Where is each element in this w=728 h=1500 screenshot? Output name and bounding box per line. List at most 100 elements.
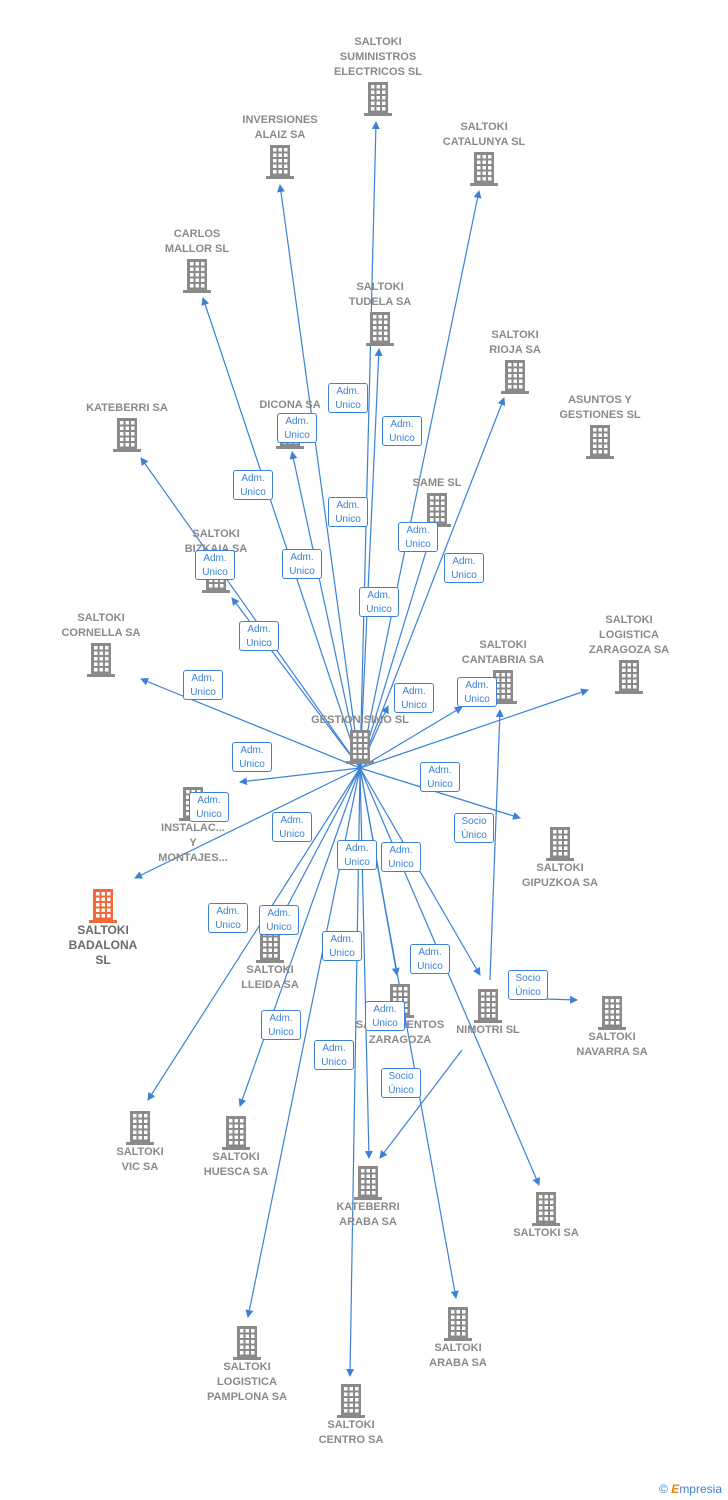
edge-gestionisimo-alaiz: [276, 184, 361, 769]
node-label: SALTOKI BIZKAIA SA: [184, 528, 248, 555]
node-vic[interactable]: SALTOKI VIC SA: [75, 1109, 205, 1175]
building-icon: [444, 1307, 472, 1341]
node-label: DICONA SA: [259, 399, 321, 411]
edge-label-gestionisimo-pamplona[interactable]: Adm. Unico: [261, 1010, 301, 1040]
building-icon: [126, 1111, 154, 1145]
building-icon: [586, 425, 614, 459]
footer-brand[interactable]: © Empresia: [659, 1482, 722, 1496]
node-label: SALTOKI NAVARRA SA: [576, 1031, 648, 1058]
edge-gestionisimo-saltokisa: [359, 767, 540, 1186]
edge-gestionisimo-badalona: [134, 767, 361, 879]
node-nimotri[interactable]: NIMOTRI SL: [423, 987, 553, 1038]
building-icon: [364, 82, 392, 116]
edge-gestionisimo-suministros: [359, 121, 380, 769]
node-araba[interactable]: SALTOKI ARABA SA: [393, 1305, 523, 1371]
node-catalunya[interactable]: SALTOKI CATALUNYA SL: [419, 120, 549, 186]
node-pamplona[interactable]: SALTOKI LOGISTICA PAMPLONA SA: [182, 1324, 312, 1405]
edge-label-gestionisimo-araba[interactable]: Adm. Unico: [365, 1001, 405, 1031]
node-kateberriaraba[interactable]: KATEBERRI ARABA SA: [303, 1164, 433, 1230]
node-label: SALTOKI CENTRO SA: [318, 1419, 384, 1446]
node-kateberri[interactable]: KATEBERRI SA: [62, 401, 192, 452]
building-icon: [598, 996, 626, 1030]
node-badalona[interactable]: SALTOKI BADALONA SL: [38, 887, 168, 968]
node-label: SALTOKI LOGISTICA ZARAGOZA SA: [588, 614, 670, 656]
edge-label-gestionisimo-logzaragoza[interactable]: Adm. Unico: [457, 677, 497, 707]
node-suministros[interactable]: SALTOKI SUMINISTROS ELECTRICOS SL: [313, 35, 443, 116]
edge-gestionisimo-gipuzkoa: [359, 767, 521, 820]
edge-gestionisimo-huesca: [238, 767, 361, 1107]
edge-label-gestionisimo-bizkaia[interactable]: Adm. Unico: [239, 621, 279, 651]
node-label: ASUNTOS Y GESTIONES SL: [559, 394, 641, 421]
edge-gestionisimo-kateberri: [140, 457, 361, 769]
node-mallor[interactable]: CARLOS MALLOR SL: [132, 227, 262, 293]
edge-label-nimotri-navarra[interactable]: Socio Único: [508, 970, 548, 1000]
edge-label-gestionisimo-saltokisa[interactable]: Adm. Unico: [381, 842, 421, 872]
node-rioja[interactable]: SALTOKI RIOJA SA: [450, 328, 580, 394]
node-same[interactable]: SAME SL: [372, 476, 502, 527]
edge-label-gestionisimo-kateberriaraba[interactable]: Adm. Unico: [322, 931, 362, 961]
edge-label-gestionisimo-lleida[interactable]: Adm. Unico: [208, 903, 248, 933]
edge-nimotri-kateberriaraba: [379, 1049, 463, 1159]
node-cornella[interactable]: SALTOKI CORNELLA SA: [36, 611, 166, 677]
node-label: SALTOKI HUESCA SA: [203, 1151, 269, 1178]
edge-label-gestionisimo-alaiz[interactable]: Adm. Unico: [277, 413, 317, 443]
node-logzaragoza[interactable]: SALTOKI LOGISTICA ZARAGOZA SA: [564, 613, 694, 694]
building-icon: [346, 730, 374, 764]
building-icon: [532, 1192, 560, 1226]
node-gestionisimo[interactable]: GESTIONISIMO SL: [295, 713, 425, 764]
edge-label-gestionisimo-cantabria[interactable]: Adm. Unico: [394, 683, 434, 713]
node-saltokisa[interactable]: SALTOKI SA: [481, 1190, 611, 1241]
building-icon: [470, 152, 498, 186]
node-huesca[interactable]: SALTOKI HUESCA SA: [171, 1114, 301, 1180]
building-icon: [233, 1326, 261, 1360]
building-icon: [183, 259, 211, 293]
edge-label-gestionisimo-catalunya[interactable]: Adm. Unico: [382, 416, 422, 446]
edge-label-gestionisimo-instalaciones[interactable]: Adm. Unico: [232, 742, 272, 772]
edge-gestionisimo-logzaragoza: [359, 688, 589, 769]
edge-gestionisimo-cornella: [140, 677, 361, 769]
node-label: INVERSIONES ALAIZ SA: [242, 114, 318, 141]
node-label: SALTOKI BADALONA SL: [68, 923, 138, 967]
building-icon: [546, 827, 574, 861]
edge-label-gestionisimo-same[interactable]: Adm. Unico: [359, 587, 399, 617]
building-icon: [113, 418, 141, 452]
node-label: SALTOKI LOGISTICA PAMPLONA SA: [206, 1361, 288, 1403]
node-label: SALTOKI SUMINISTROS ELECTRICOS SL: [333, 36, 422, 78]
node-label: SALTOKI GIPUZKOA SA: [522, 862, 598, 889]
node-label: SALTOKI RIOJA SA: [489, 329, 541, 356]
edge-label-gestionisimo-cornella[interactable]: Adm. Unico: [183, 670, 223, 700]
edge-label-gestionisimo-saneamientos[interactable]: Adm. Unico: [337, 840, 377, 870]
edge-gestionisimo-instalaciones: [239, 767, 361, 786]
edge-label-nimotri-logzaragoza[interactable]: Socio Único: [454, 813, 494, 843]
node-alaiz[interactable]: INVERSIONES ALAIZ SA: [215, 113, 345, 179]
edge-label-gestionisimo-gipuzkoa[interactable]: Adm. Unico: [420, 762, 460, 792]
node-centro[interactable]: SALTOKI CENTRO SA: [286, 1382, 416, 1448]
edge-label-gestionisimo-huesca[interactable]: Adm. Unico: [259, 905, 299, 935]
node-gipuzkoa[interactable]: SALTOKI GIPUZKOA SA: [495, 825, 625, 891]
edge-gestionisimo-catalunya: [359, 190, 482, 769]
edge-label-nimotri-kateberriaraba[interactable]: Socio Único: [381, 1068, 421, 1098]
node-lleida[interactable]: SALTOKI LLEIDA SA: [205, 927, 335, 993]
edge-label-gestionisimo-rioja[interactable]: Adm. Unico: [398, 522, 438, 552]
edge-label-gestionisimo-vic[interactable]: Adm. Unico: [272, 812, 312, 842]
edge-label-gestionisimo-asuntos[interactable]: Adm. Unico: [444, 553, 484, 583]
edge-label-gestionisimo-kateberri[interactable]: Adm. Unico: [195, 550, 235, 580]
edge-gestionisimo-dicona: [289, 451, 361, 769]
node-tudela[interactable]: SALTOKI TUDELA SA: [315, 280, 445, 346]
edge-label-gestionisimo-nimotri[interactable]: Adm. Unico: [410, 944, 450, 974]
edge-label-gestionisimo-badalona[interactable]: Adm. Unico: [189, 792, 229, 822]
edge-gestionisimo-mallor: [201, 297, 361, 769]
node-label: SALTOKI VIC SA: [116, 1146, 164, 1173]
node-label: SALTOKI CATALUNYA SL: [442, 121, 526, 148]
node-label: SALTOKI SA: [513, 1227, 579, 1239]
node-asuntos[interactable]: ASUNTOS Y GESTIONES SL: [535, 393, 665, 459]
edge-label-gestionisimo-dicona[interactable]: Adm. Unico: [282, 549, 322, 579]
edge-label-gestionisimo-centro[interactable]: Adm. Unico: [314, 1040, 354, 1070]
node-navarra[interactable]: SALTOKI NAVARRA SA: [547, 994, 677, 1060]
edge-gestionisimo-tudela: [359, 348, 383, 769]
building-icon: [423, 493, 451, 527]
building-icon: [474, 989, 502, 1023]
edge-label-gestionisimo-mallor[interactable]: Adm. Unico: [233, 470, 273, 500]
edge-label-gestionisimo-tudela[interactable]: Adm. Unico: [328, 497, 368, 527]
edge-label-gestionisimo-suministros[interactable]: Adm. Unico: [328, 383, 368, 413]
